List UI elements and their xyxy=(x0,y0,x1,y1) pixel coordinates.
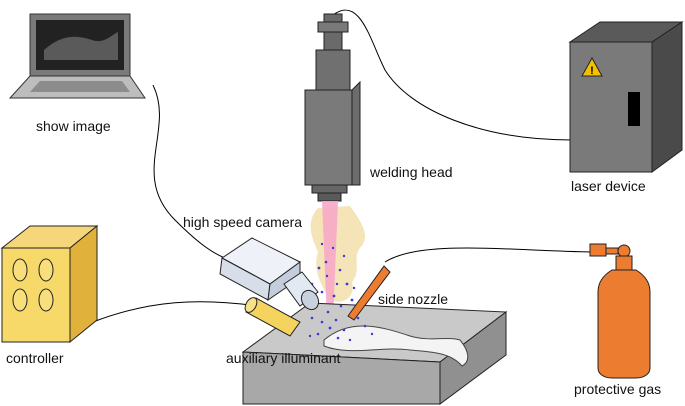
welding-head-label: welding head xyxy=(370,164,453,180)
welding-head xyxy=(304,13,361,202)
show-image-label: show image xyxy=(36,118,111,134)
weld-seam xyxy=(323,325,469,367)
laser-device-cabinet: ! xyxy=(568,21,684,173)
side-nozzle-label: side nozzle xyxy=(378,291,449,307)
camera-to-laptop-cable xyxy=(152,84,226,259)
controller-box xyxy=(0,224,99,344)
welding-plume xyxy=(310,206,366,302)
protective-gas-label: protective gas xyxy=(574,381,662,397)
svg-text:!: ! xyxy=(590,65,594,77)
head-to-laser-cable xyxy=(332,9,573,141)
high-speed-camera-label: high speed camera xyxy=(183,214,303,230)
laser-device-label: laser device xyxy=(571,178,646,194)
laser-beam xyxy=(322,201,338,345)
laptop xyxy=(8,13,146,99)
auxiliary-illuminant-label: auxiliary illuminant xyxy=(226,350,341,366)
nozzle-to-gas-cable xyxy=(384,247,593,263)
warning-triangle-icon: ! xyxy=(581,56,603,77)
controller-to-illuminant-cable xyxy=(92,301,259,323)
protective-gas-bottle xyxy=(589,243,651,379)
side-nozzle xyxy=(347,265,391,321)
controller-label: controller xyxy=(6,350,64,366)
auxiliary-illuminant xyxy=(244,297,301,337)
high-speed-camera xyxy=(219,237,320,311)
